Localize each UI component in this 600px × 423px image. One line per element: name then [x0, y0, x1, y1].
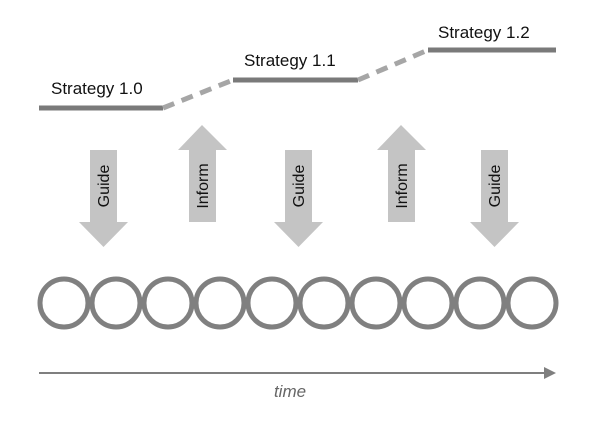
- inform-arrow-2: Inform: [377, 125, 426, 222]
- strategy-label-1-2: Strategy 1.2: [438, 23, 530, 42]
- inform-arrow-1: Inform: [178, 125, 227, 222]
- time-axis-arrowhead: [544, 367, 556, 379]
- guide-arrow-label: Guide: [487, 165, 504, 208]
- time-axis: [39, 367, 556, 379]
- iteration-circle: [37, 276, 91, 330]
- iteration-circle: [245, 276, 299, 330]
- iteration-circle: [193, 276, 247, 330]
- strategy-label-1-1: Strategy 1.1: [244, 51, 336, 70]
- down-arrow-shape: [274, 150, 323, 247]
- down-arrow-shape: [470, 150, 519, 247]
- iteration-circle: [505, 276, 559, 330]
- iteration-circle: [141, 276, 195, 330]
- strategy-label-1-0: Strategy 1.0: [51, 79, 143, 98]
- iteration-circle: [89, 276, 143, 330]
- iteration-chain: [37, 276, 559, 330]
- guide-arrow-2: Guide: [274, 150, 323, 247]
- iteration-circle: [401, 276, 455, 330]
- inform-arrow-label: Inform: [394, 163, 411, 208]
- iteration-circle: [297, 276, 351, 330]
- guide-arrow-1: Guide: [79, 150, 128, 247]
- up-arrow-shape: [377, 125, 426, 222]
- time-axis-label: time: [274, 382, 306, 401]
- down-arrow-shape: [79, 150, 128, 247]
- guide-arrow-3: Guide: [470, 150, 519, 247]
- up-arrow-shape: [178, 125, 227, 222]
- inform-arrow-label: Inform: [195, 163, 212, 208]
- transition-dash-2: [357, 47, 429, 83]
- transition-dash-1: [162, 77, 234, 111]
- iteration-circle: [453, 276, 507, 330]
- guide-arrow-label: Guide: [291, 165, 308, 208]
- guide-arrow-label: Guide: [96, 165, 113, 208]
- iteration-circle: [349, 276, 403, 330]
